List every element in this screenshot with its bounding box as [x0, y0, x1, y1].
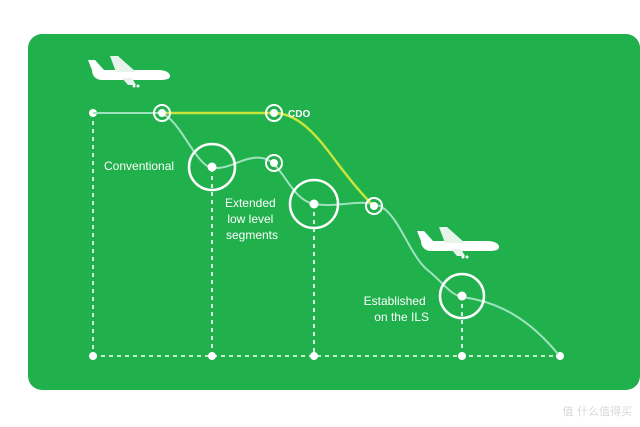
- waypoint-cdo-start: [153, 104, 171, 122]
- airplane-icon: [417, 227, 499, 259]
- extended-label-line: segments: [226, 228, 278, 242]
- extended-label-line: low level: [227, 212, 273, 226]
- conventional-label: Conventional: [104, 159, 174, 173]
- baseline-point: [208, 352, 216, 360]
- cdo-label: CDO: [288, 109, 310, 120]
- waypoint-extended: [265, 154, 283, 172]
- extended-label: Extended low level segments: [225, 196, 279, 242]
- highlight-circles: [187, 142, 486, 320]
- diagram-panel: [28, 34, 640, 390]
- established-label-line: on the ILS: [374, 310, 429, 324]
- extended-segments-highlight: [288, 178, 340, 230]
- waypoint-cdo-end: [365, 197, 383, 215]
- watermark: 值 什么值得买: [563, 405, 633, 418]
- extended-label-line: Extended: [225, 196, 276, 210]
- baseline-point: [458, 352, 466, 360]
- conventional-highlight: [187, 142, 237, 192]
- ils-highlight: [438, 272, 486, 320]
- established-label-line: Established: [364, 294, 426, 308]
- baseline-points: [89, 109, 564, 360]
- established-label: Established on the ILS: [364, 294, 429, 324]
- airplane-icon: [88, 56, 170, 88]
- waypoints: [153, 104, 383, 215]
- baseline-point: [89, 352, 97, 360]
- cdo-descent-path: [162, 111, 375, 207]
- waypoint-cdo-label: [265, 104, 283, 122]
- baseline-point: [310, 352, 318, 360]
